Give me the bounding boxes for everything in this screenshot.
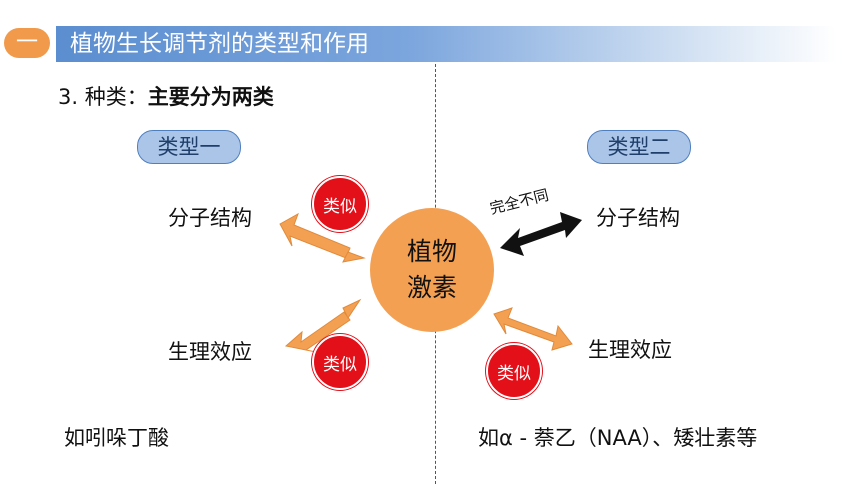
section-number-badge: 一 xyxy=(4,28,50,58)
right-effect-arrow xyxy=(493,307,573,351)
page-title: 植物生长调节剂的类型和作用 xyxy=(70,31,369,57)
right-example: 如α - 萘乙（NAA）、矮壮素等 xyxy=(478,426,758,450)
left-example: 如吲哚丁酸 xyxy=(64,426,169,450)
subtitle-text: 主要分为两类 xyxy=(147,85,274,109)
subtitle: 3. 种类：主要分为两类 xyxy=(58,82,274,112)
left-structure-label: 分子结构 xyxy=(168,206,252,230)
right-structure-arrow xyxy=(500,212,582,256)
right-effect-label: 生理效应 xyxy=(588,338,672,362)
similar-badge-right-effect: 类似 xyxy=(486,343,542,399)
plant-hormone-hub: 植物 激素 xyxy=(370,208,494,332)
type-one-pill: 类型一 xyxy=(137,130,241,164)
similar-badge-left-effect: 类似 xyxy=(312,334,368,390)
type-two-pill: 类型二 xyxy=(587,130,691,164)
hub-line-1: 植物 xyxy=(406,237,457,266)
similar-badge-left-structure: 类似 xyxy=(312,176,368,232)
header-bar xyxy=(56,26,836,62)
hub-line-2: 激素 xyxy=(406,273,457,302)
left-structure-arrow xyxy=(279,212,366,263)
subtitle-prefix: 3. 种类： xyxy=(58,85,148,109)
left-effect-label: 生理效应 xyxy=(168,340,252,364)
right-structure-label: 分子结构 xyxy=(596,206,680,230)
